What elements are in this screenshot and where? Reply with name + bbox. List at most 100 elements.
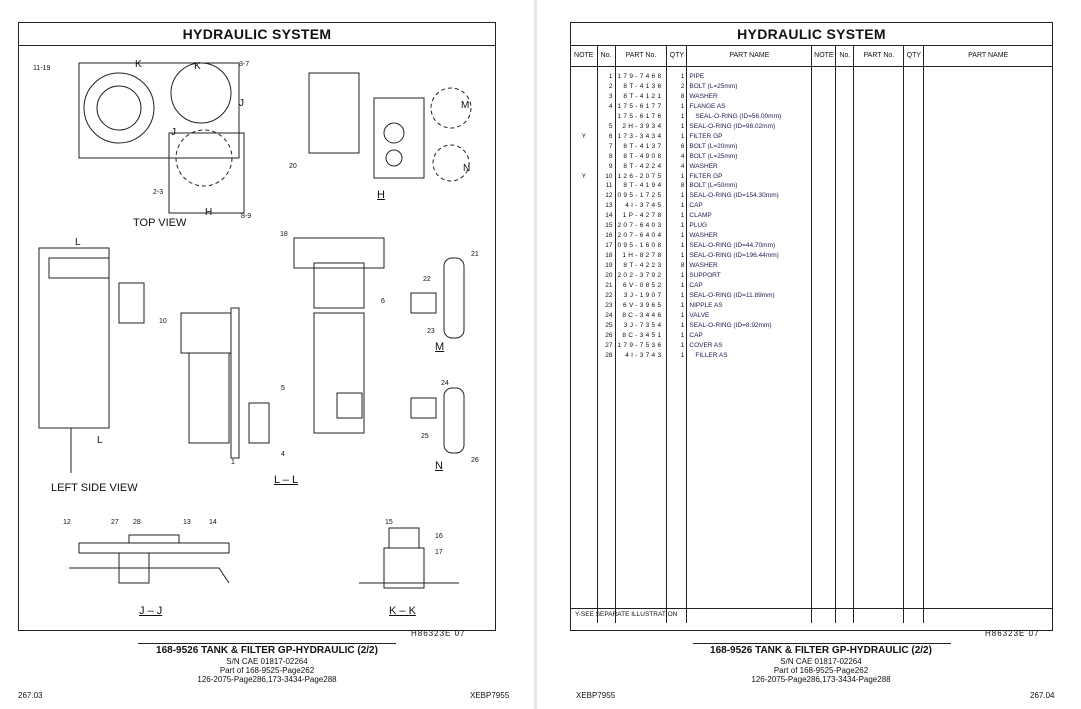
quantity: 1 xyxy=(666,251,688,262)
note-cell xyxy=(571,101,598,112)
part-name: SEAL-O-RING (ID=44.70mm) xyxy=(686,241,813,252)
empty-cell xyxy=(903,161,925,172)
empty-cell xyxy=(853,201,905,212)
empty-cell xyxy=(924,361,1052,623)
part-number: 095-1725 xyxy=(615,191,668,202)
empty-cell xyxy=(853,281,905,291)
part-name: SEAL-O-RING (ID=11.89mm) xyxy=(686,290,813,301)
empty-cell xyxy=(811,151,837,162)
empty-cell xyxy=(811,281,837,291)
empty-cell xyxy=(853,211,905,222)
note-cell xyxy=(571,91,598,102)
empty-cell xyxy=(853,121,905,132)
empty-cell xyxy=(903,251,925,262)
empty-cell xyxy=(853,66,905,72)
empty-cell xyxy=(924,122,1052,132)
empty-cell xyxy=(835,131,855,142)
page-title: HYDRAULIC SYSTEM xyxy=(571,23,1052,46)
part-name: FILTER GP xyxy=(686,171,813,182)
item-number: 20 xyxy=(597,271,616,282)
empty-cell xyxy=(924,142,1052,152)
empty-cell xyxy=(835,121,855,132)
empty-cell xyxy=(853,91,905,102)
part-name: SUPPORT xyxy=(686,271,813,282)
quantity: 1 xyxy=(666,231,688,242)
callout: 22 xyxy=(423,276,431,283)
item-number: 5 xyxy=(597,121,616,132)
empty-cell xyxy=(924,241,1052,251)
callout: J xyxy=(171,127,176,138)
item-number: 10 xyxy=(597,171,616,182)
empty-cell xyxy=(853,340,905,351)
empty-cell xyxy=(903,360,925,623)
callout: 10 xyxy=(159,318,167,325)
empty-cell xyxy=(615,66,668,72)
note-cell xyxy=(571,121,598,132)
empty-cell xyxy=(811,111,837,122)
empty-cell xyxy=(853,101,905,112)
callout: 11-19 xyxy=(33,65,51,72)
view-label: TOP VIEW xyxy=(133,217,187,229)
callout: 4 xyxy=(281,451,285,458)
part-name: SEAL-O-RING (ID=196.44mm) xyxy=(686,251,813,262)
empty-cell xyxy=(853,241,905,252)
part-number: 207-6404 xyxy=(615,231,668,242)
empty-cell xyxy=(924,92,1052,102)
empty-cell xyxy=(835,141,855,152)
item-number: 15 xyxy=(597,221,616,232)
empty-cell xyxy=(835,72,855,82)
part-number: 095-1608 xyxy=(615,241,668,252)
empty-cell xyxy=(924,321,1052,331)
note-cell xyxy=(571,261,598,272)
view-label: N xyxy=(435,460,443,472)
quantity: 1 xyxy=(666,271,688,282)
item-number: 11 xyxy=(597,181,616,192)
empty-cell xyxy=(903,211,925,222)
empty-cell xyxy=(811,330,837,341)
empty-cell xyxy=(903,66,925,72)
callout: 2-3 xyxy=(153,189,164,196)
note-cell xyxy=(571,340,598,351)
part-name: CLAMP xyxy=(686,211,813,222)
item-number: 12 xyxy=(597,191,616,202)
empty-cell xyxy=(811,271,837,282)
empty-cell xyxy=(903,151,925,162)
empty-cell xyxy=(835,320,855,331)
empty-cell xyxy=(924,162,1052,172)
item-number: 19 xyxy=(597,261,616,272)
callout: 1 xyxy=(231,459,235,466)
quantity: 1 xyxy=(666,131,688,142)
empty-cell xyxy=(853,360,905,623)
caption-sn: S/N CAE 01817-02264 xyxy=(226,657,308,666)
empty-cell xyxy=(811,251,837,262)
empty-cell xyxy=(903,350,925,361)
empty-cell xyxy=(686,360,813,623)
view-label: L – L xyxy=(274,474,299,486)
part-name: FILLER AS xyxy=(686,350,813,361)
callout: 21 xyxy=(471,251,479,258)
callout: M xyxy=(461,100,470,111)
empty-cell xyxy=(835,350,855,361)
column-header: No. xyxy=(835,46,855,67)
part-name: CAP xyxy=(686,330,813,341)
note-cell xyxy=(571,72,598,82)
quantity: 1 xyxy=(666,310,688,321)
callout: K xyxy=(135,59,142,70)
page-title: HYDRAULIC SYSTEM xyxy=(19,23,495,46)
doc-code: XEBP7955 xyxy=(470,691,510,700)
quantity: 1 xyxy=(666,101,688,112)
empty-cell xyxy=(924,211,1052,221)
note-cell: Y xyxy=(571,171,598,182)
column-header: QTY xyxy=(903,46,925,67)
quantity: 4 xyxy=(666,161,688,172)
